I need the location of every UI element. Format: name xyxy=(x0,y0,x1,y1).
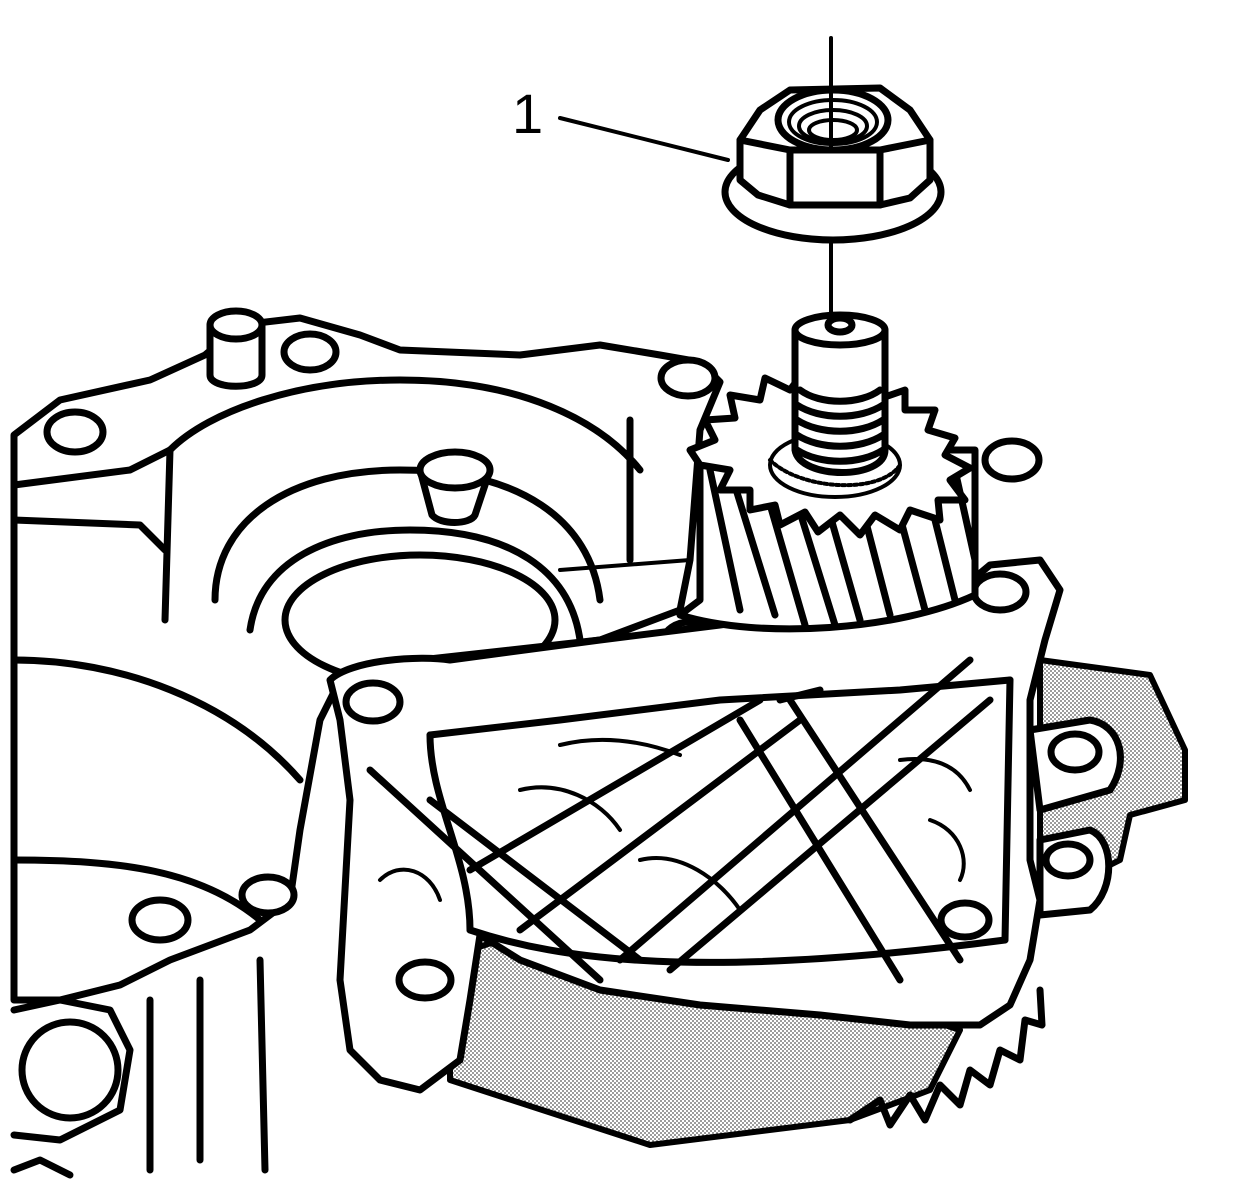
callout-leader xyxy=(558,116,730,162)
flange-nut xyxy=(721,84,945,244)
callout-1: 1 xyxy=(512,82,730,162)
ring-gear xyxy=(846,986,1046,1129)
dowel-pins xyxy=(206,307,494,526)
threaded-shaft xyxy=(791,311,889,476)
cover-plate xyxy=(326,556,1124,1094)
transmission-case xyxy=(10,314,724,1179)
callout-label: 1 xyxy=(512,82,543,145)
cover-bolt-holes xyxy=(342,437,1043,1002)
